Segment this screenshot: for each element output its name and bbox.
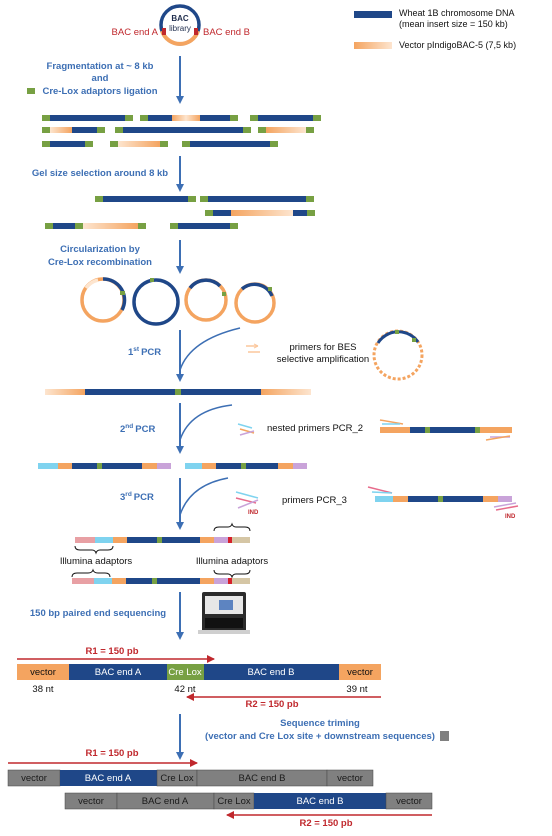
sequencer-icon — [198, 592, 250, 634]
pcr1-primers-line1: primers for BES — [289, 342, 356, 353]
adaptor-swatch — [27, 88, 35, 94]
sequence-bar — [17, 664, 381, 680]
pcr1-primer-icons — [246, 343, 260, 353]
fragments-row-2 — [42, 127, 314, 133]
trim2-vector-left: vector — [78, 796, 104, 807]
bac-end-b-label: BAC end B — [203, 27, 250, 38]
pcr2-template — [379, 419, 512, 441]
trim2-end-b: BAC end B — [297, 796, 344, 807]
step-circularization-1: Circularization by — [60, 244, 140, 255]
trim1-cre-lox: Cre Lox — [160, 773, 194, 784]
trim1-end-b: BAC end B — [239, 773, 286, 784]
legend-vector-swatch — [354, 42, 392, 49]
trim-swatch — [440, 731, 449, 741]
trim-bar-1 — [7, 769, 374, 787]
pcr3-template — [367, 486, 519, 511]
legend-dna-line2: (mean insert size = 150 kb) — [399, 19, 508, 29]
illumina-bracket-left-2 — [71, 568, 111, 578]
trim1-end-a: BAC end A — [85, 773, 132, 784]
selected-fragments — [45, 196, 315, 229]
legend-vector-label: Vector pIndigoBAC-5 (7,5 kb) — [399, 40, 516, 50]
nt-mid: 42 nt — [174, 684, 195, 695]
illumina-label-left: Illumina adaptors — [60, 556, 133, 567]
trim1-vector-left: vector — [21, 773, 47, 784]
r2-final-label: R2 = 150 pb — [299, 818, 352, 829]
step-trim-1: Sequence triming — [280, 718, 360, 729]
nt-right: 39 nt — [346, 684, 367, 695]
illumina-product-1 — [75, 537, 250, 543]
pcr3-primer-icons — [235, 491, 259, 509]
trim2-end-a: BAC end A — [142, 796, 189, 807]
illumina-bracket-right-2 — [213, 569, 251, 579]
step-fragmentation-1: Fragmentation at ~ 8 kb — [47, 61, 154, 72]
library-label-2: library — [169, 24, 191, 33]
pcr3-curve — [179, 477, 229, 516]
ind-label-1: IND — [248, 510, 259, 516]
pcr3-primers-label: primers PCR_3 — [282, 495, 347, 506]
illumina-product-2 — [72, 578, 250, 584]
illumina-label-right: Illumina adaptors — [196, 556, 269, 567]
fragments-row-1 — [42, 115, 321, 121]
pcr1-circle-template — [372, 329, 424, 381]
illumina-bracket-left — [74, 545, 114, 555]
r1-final-label: R1 = 150 pb — [85, 748, 138, 759]
trim-bar-2 — [64, 792, 433, 810]
seq-vector-right: vector — [347, 667, 373, 678]
step-fragmentation-3: Cre-Lox adaptors ligation — [42, 86, 157, 97]
pcr1-curve — [179, 327, 241, 371]
pcr2-products — [38, 463, 307, 469]
bac-library-circle — [159, 4, 201, 46]
illumina-bracket-right — [213, 522, 251, 532]
trim2-vector-right: vector — [396, 796, 422, 807]
seq-end-a: BAC end A — [95, 667, 142, 678]
pcr2-primer-icons — [237, 423, 255, 436]
r1-label: R1 = 150 pb — [85, 646, 138, 657]
legend-dna-line1: Wheat 1B chromosome DNA — [399, 8, 515, 18]
step-fragmentation-2: and — [92, 73, 109, 84]
bac-end-a-label: BAC end A — [112, 27, 159, 38]
ind-label-2: IND — [505, 514, 516, 520]
pcr1-product — [45, 389, 311, 395]
pcr2-curve — [179, 404, 233, 441]
step-gel-selection: Gel size selection around 8 kb — [32, 168, 168, 179]
step-circularization-2: Cre-Lox recombination — [48, 257, 152, 268]
step-trim-2: (vector and Cre Lox site + downstream se… — [205, 731, 435, 742]
trim2-cre-lox: Cre Lox — [217, 796, 251, 807]
circularized-molecules — [80, 277, 276, 326]
seq-cre-lox: Cre Lox — [168, 667, 202, 678]
legend-dna-swatch — [354, 11, 392, 18]
pcr1-primers-line2: selective amplification — [277, 354, 369, 365]
step-sequencing: 150 bp paired end sequencing — [30, 608, 166, 619]
seq-vector-left: vector — [30, 667, 56, 678]
pcr2-primers-label: nested primers PCR_2 — [267, 423, 363, 434]
trim1-vector-right: vector — [337, 773, 363, 784]
fragments-row-3 — [42, 141, 278, 147]
r2-label: R2 = 150 pb — [245, 699, 298, 710]
nt-left: 38 nt — [32, 684, 53, 695]
seq-end-b: BAC end B — [248, 667, 295, 678]
library-label-1: BAC — [171, 14, 189, 23]
